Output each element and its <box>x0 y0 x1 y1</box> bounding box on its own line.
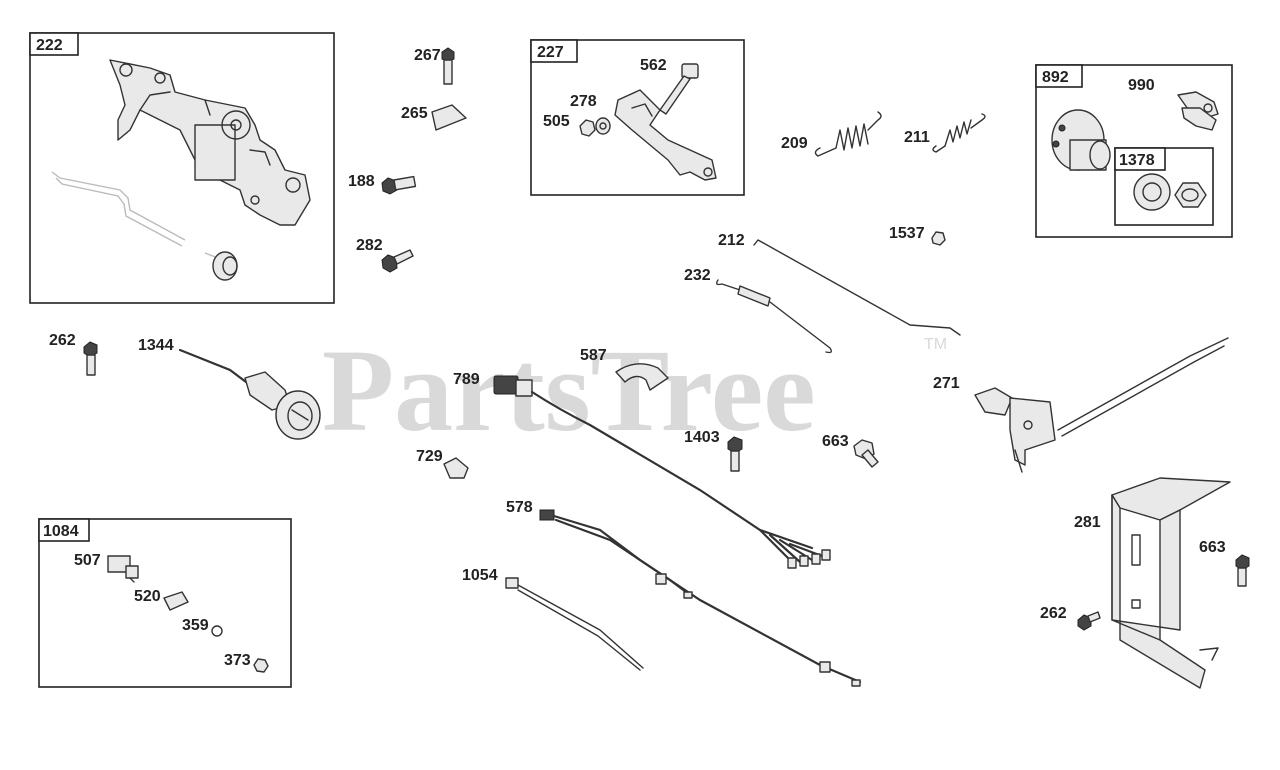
bolt-part-262-b[interactable] <box>1077 611 1101 631</box>
group-1378-label[interactable]: 1378 <box>1119 152 1155 169</box>
callout-507[interactable]: 507 <box>74 552 101 569</box>
lever-bracket-part[interactable] <box>614 89 717 181</box>
bolt-part-267[interactable] <box>441 47 455 85</box>
o-ring-part-359[interactable] <box>211 625 223 637</box>
wire-harness-part-789[interactable] <box>493 375 831 569</box>
bolt-part-262-a[interactable] <box>83 341 98 376</box>
washer-part-278[interactable] <box>595 117 611 135</box>
clip-part-520[interactable] <box>163 591 189 611</box>
callout-587[interactable]: 587 <box>580 347 607 364</box>
callout-267[interactable]: 267 <box>414 47 441 64</box>
mounting-bracket-part-281[interactable] <box>1111 477 1231 689</box>
spring-part-211[interactable] <box>932 113 986 153</box>
throttle-control-part[interactable] <box>974 337 1229 473</box>
callout-359[interactable]: 359 <box>182 617 209 634</box>
ignition-keys-part[interactable] <box>1177 91 1219 131</box>
callout-373[interactable]: 373 <box>224 652 251 669</box>
callout-262-a[interactable]: 262 <box>49 332 76 349</box>
nut-part-505[interactable] <box>579 119 596 137</box>
callout-271[interactable]: 271 <box>933 375 960 392</box>
callout-281[interactable]: 281 <box>1074 514 1101 531</box>
callout-663-a[interactable]: 663 <box>822 433 849 450</box>
group-1084-label[interactable]: 1084 <box>43 523 79 540</box>
callout-1054[interactable]: 1054 <box>462 567 498 584</box>
callout-663-b[interactable]: 663 <box>1199 539 1226 556</box>
knob-part[interactable] <box>204 251 238 281</box>
cable-tie-part-1054[interactable] <box>505 577 644 671</box>
watermark-logo: PartsTree <box>322 325 816 456</box>
pin-part-562[interactable] <box>659 63 699 115</box>
callout-990[interactable]: 990 <box>1128 77 1155 94</box>
group-222-label[interactable]: 222 <box>36 37 63 54</box>
callout-789[interactable]: 789 <box>453 371 480 388</box>
group-892-label[interactable]: 892 <box>1042 69 1069 86</box>
nut-part-373[interactable] <box>253 658 269 673</box>
callout-265[interactable]: 265 <box>401 105 428 122</box>
clip-part-729[interactable] <box>443 457 469 479</box>
spring-part-232[interactable] <box>715 279 833 354</box>
callout-278[interactable]: 278 <box>570 93 597 110</box>
bolt-part-1403[interactable] <box>727 436 743 472</box>
rod-part-212[interactable] <box>753 239 961 336</box>
callout-209[interactable]: 209 <box>781 135 808 152</box>
bolt-part-663-b[interactable] <box>1235 554 1250 587</box>
clip-part-265[interactable] <box>431 104 467 131</box>
watermark-trademark: TM <box>924 336 947 353</box>
group-222: 222 <box>29 32 335 304</box>
callout-1403[interactable]: 1403 <box>684 429 720 446</box>
callout-562[interactable]: 562 <box>640 57 667 74</box>
linkage-rod-part[interactable] <box>51 171 186 247</box>
lock-washer-part[interactable] <box>1133 173 1171 211</box>
callout-729[interactable]: 729 <box>416 448 443 465</box>
screw-part-188[interactable] <box>381 175 417 195</box>
callout-188[interactable]: 188 <box>348 173 375 190</box>
callout-282[interactable]: 282 <box>356 237 383 254</box>
callout-211[interactable]: 211 <box>904 129 930 146</box>
callout-505[interactable]: 505 <box>543 113 570 130</box>
group-892: 892 990 1378 <box>1035 64 1233 238</box>
wire-cable-part-578[interactable] <box>539 509 862 687</box>
callout-262-b[interactable]: 262 <box>1040 605 1067 622</box>
hex-nut-part[interactable] <box>1174 182 1207 208</box>
bolt-part-663-a[interactable] <box>853 439 879 468</box>
control-bracket-part[interactable] <box>109 59 311 226</box>
callout-212[interactable]: 212 <box>718 232 745 249</box>
clamp-part-587[interactable] <box>615 363 669 391</box>
callout-520[interactable]: 520 <box>134 588 161 605</box>
callout-1537[interactable]: 1537 <box>889 225 925 242</box>
nut-part-1537[interactable] <box>931 231 946 246</box>
callout-232[interactable]: 232 <box>684 267 711 284</box>
callout-1344[interactable]: 1344 <box>138 337 174 354</box>
bolt-part-282[interactable] <box>381 249 414 273</box>
ignition-switch-part[interactable] <box>1051 109 1111 171</box>
choke-cable-part[interactable] <box>178 348 321 440</box>
group-227: 227 562 278 505 <box>530 39 745 196</box>
spring-part-209[interactable] <box>814 111 882 157</box>
switch-part-507[interactable] <box>107 555 139 583</box>
group-1084: 1084 507 520 359 373 <box>38 518 292 688</box>
callout-578[interactable]: 578 <box>506 499 533 516</box>
group-227-label[interactable]: 227 <box>537 44 564 61</box>
